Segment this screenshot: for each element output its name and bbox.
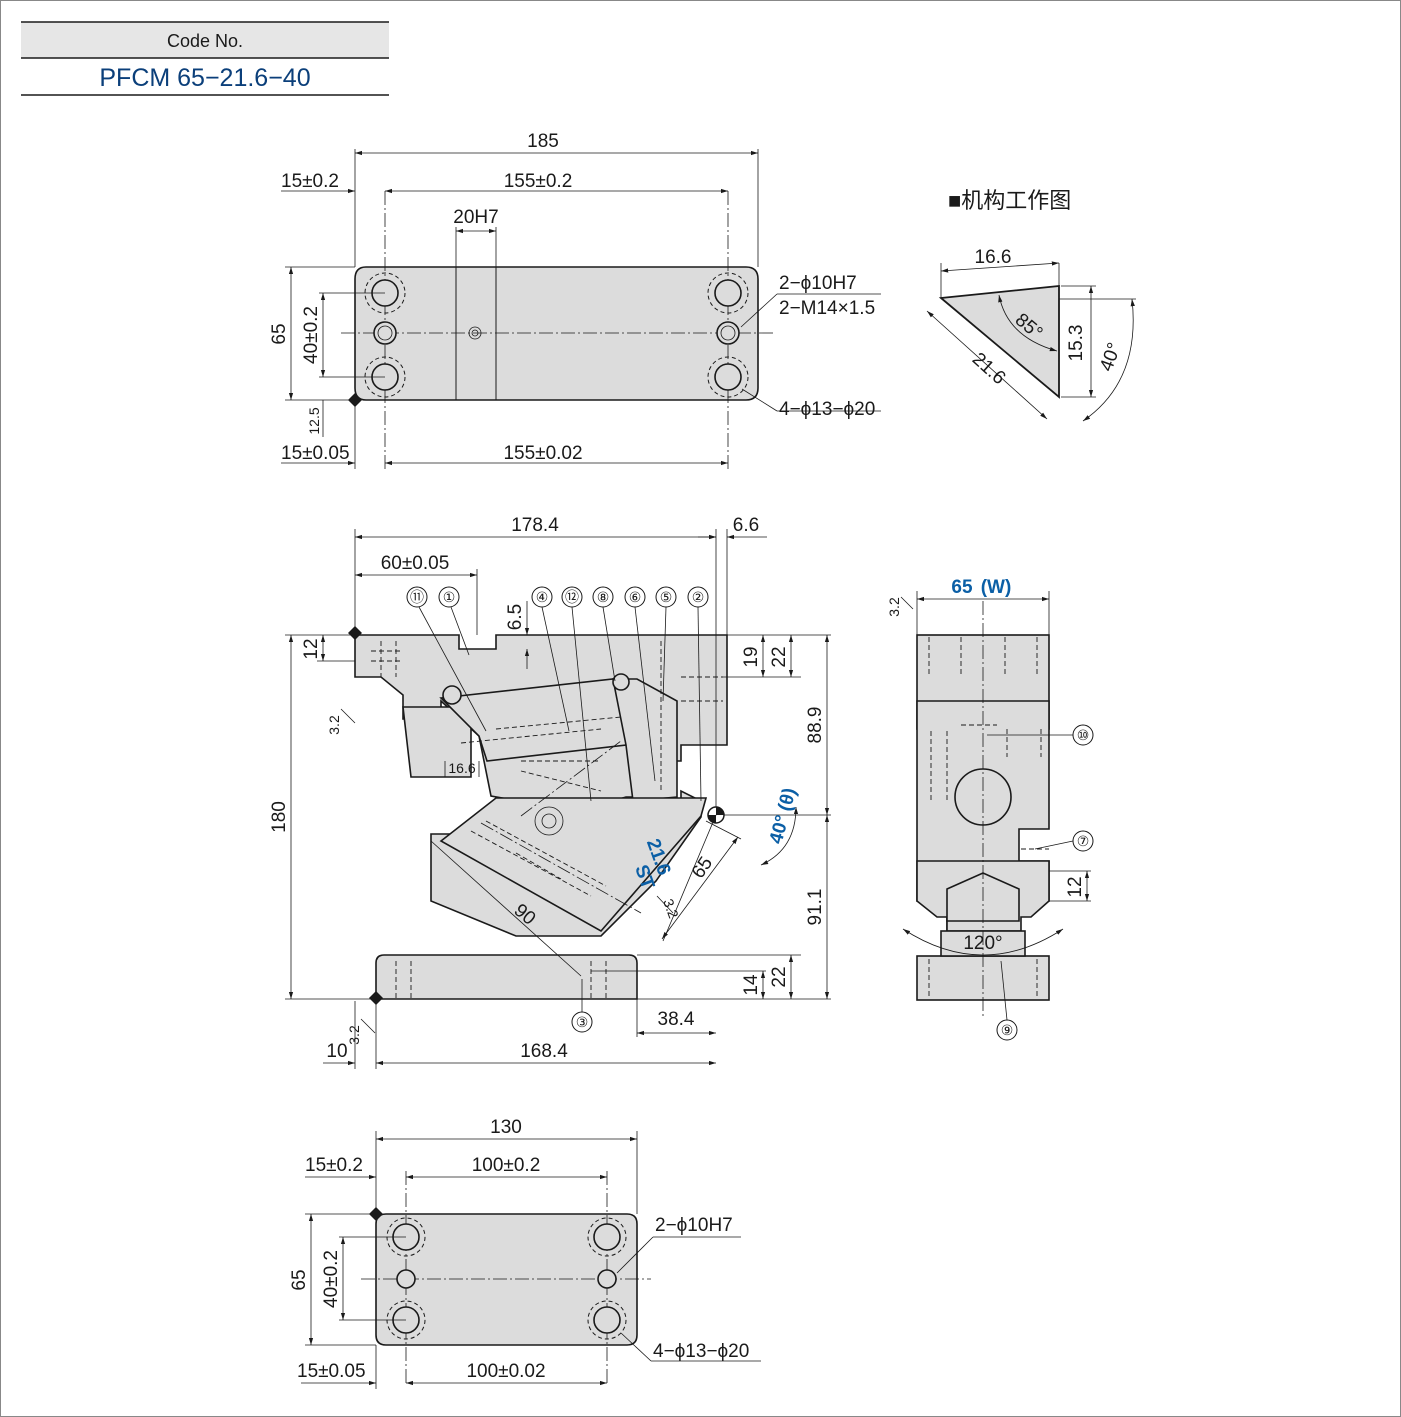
dim-22-bot: 22 — [769, 966, 790, 987]
svg-text:⑫: ⑫ — [565, 589, 579, 605]
dim-91-1: 91.1 — [805, 889, 826, 926]
callout-6: ⑥ — [624, 586, 656, 782]
bot-dim-100-top: 100±0.2 — [472, 1155, 541, 1176]
svg-text:⑨: ⑨ — [1001, 1022, 1014, 1038]
svg-text:⑪: ⑪ — [410, 589, 424, 605]
note-thread: 2−M14×1.5 — [779, 298, 875, 319]
note-counterbore: 4−ϕ13−ϕ20 — [779, 399, 875, 420]
dim-40-top: 40±0.2 — [301, 306, 322, 364]
code-label: Code No. — [167, 31, 243, 51]
svg-text:②: ② — [692, 589, 705, 605]
dim-angle-40: 40° — [766, 813, 794, 846]
mech-dim-21-6: 21.6 — [968, 349, 1010, 389]
callout-8: ⑧ — [592, 586, 616, 682]
dim-185: 185 — [527, 131, 559, 152]
svg-text:⑤: ⑤ — [660, 589, 673, 605]
dim-14: 14 — [741, 974, 762, 996]
svg-text:⑥: ⑥ — [629, 589, 642, 605]
roughness-st: 3.2 — [660, 897, 682, 921]
top-view: 185 15±0.2 155±0.2 20H7 65 40±0.2 12.5 1… — [269, 131, 881, 469]
side-width-65: 65 — [951, 577, 973, 598]
dim-16-6: 16.6 — [448, 760, 475, 776]
svg-text:⑦: ⑦ — [1077, 833, 1090, 849]
mechanism-title: ■机构工作图 — [948, 188, 1071, 213]
dim-6-5: 6.5 — [505, 604, 526, 630]
dim-15-bot: 15±0.05 — [281, 443, 350, 464]
dim-12-front: 12 — [301, 638, 322, 659]
dim-65-front: 65 — [688, 853, 717, 882]
callout-1: ① — [438, 586, 470, 656]
dim-155-top: 155±0.2 — [504, 171, 573, 192]
callout-2: ② — [687, 586, 709, 802]
callout-4: ④ — [531, 586, 570, 732]
mech-dim-16-6: 16.6 — [975, 247, 1012, 268]
callout-3: ③ — [571, 979, 593, 1033]
dim-19: 19 — [741, 646, 762, 667]
dim-178-4: 178.4 — [511, 515, 559, 536]
bot-dim-15-top: 15±0.2 — [305, 1155, 363, 1176]
bot-note-cbore: 4−ϕ13−ϕ20 — [653, 1341, 749, 1362]
dim-65-top: 65 — [269, 323, 290, 344]
dim-12-5: 12.5 — [306, 407, 322, 434]
callout-11: ⑪ — [406, 586, 487, 732]
svg-text:①: ① — [443, 589, 456, 605]
dim-theta: (θ) — [775, 786, 801, 814]
svg-text:⑧: ⑧ — [597, 589, 610, 605]
bot-note-pin: 2−ϕ10H7 — [655, 1215, 733, 1236]
dim-60: 60±0.05 — [381, 553, 450, 574]
mech-dim-15-3: 15.3 — [1066, 325, 1087, 362]
side-angle-120: 120° — [963, 933, 1002, 954]
svg-text:⑩: ⑩ — [1077, 727, 1090, 743]
mech-angle-40: 40° — [1096, 340, 1126, 374]
svg-text:③: ③ — [576, 1014, 589, 1030]
callout-5: ⑤ — [655, 586, 677, 702]
roughness-bottom: 3.2 — [346, 1025, 362, 1045]
side-dim-12: 12 — [1065, 876, 1086, 897]
bot-dim-65: 65 — [289, 1269, 310, 1290]
side-view: 120° 65 (W) 3.2 12 ⑩ ⑦ ⑨ — [886, 577, 1094, 1041]
svg-text:④: ④ — [536, 589, 549, 605]
callout-7: ⑦ — [1034, 830, 1094, 852]
note-pin-holes: 2−ϕ10H7 — [779, 273, 857, 294]
dim-6-6: 6.6 — [733, 515, 759, 536]
bot-dim-130: 130 — [490, 1117, 522, 1138]
bottom-view: 130 15±0.2 100±0.2 65 40±0.2 15±0.05 100… — [289, 1117, 761, 1389]
dim-15-top: 15±0.2 — [281, 171, 339, 192]
front-view: 178.4 6.6 60±0.05 6.5 12 180 3.2 19 22 8… — [269, 515, 831, 1069]
mechanism-diagram: ■机构工作图 16.6 21.6 15.3 85° 40° — [926, 188, 1136, 422]
callout-9: ⑨ — [996, 960, 1018, 1041]
callout-12: ⑫ — [561, 586, 592, 802]
bot-dim-40: 40±0.2 — [321, 1250, 342, 1308]
bot-dim-15-bot: 15±0.05 — [297, 1361, 366, 1382]
code-value: PFCM 65−­21.6−40 — [99, 64, 310, 92]
dim-180: 180 — [269, 801, 290, 833]
dim-22-top: 22 — [769, 646, 790, 667]
callout-10: ⑩ — [987, 724, 1094, 746]
dim-10: 10 — [326, 1041, 347, 1062]
dim-168-4: 168.4 — [520, 1041, 568, 1062]
side-width-tag: (W) — [981, 577, 1012, 598]
dim-20h7: 20H7 — [453, 207, 498, 228]
bot-dim-100-bot: 100±0.02 — [466, 1361, 545, 1382]
dim-155-bot: 155±0.02 — [503, 443, 582, 464]
roughness-left: 3.2 — [326, 715, 342, 735]
side-roughness: 3.2 — [886, 597, 902, 617]
dim-88-9: 88.9 — [805, 707, 826, 744]
code-header: Code No. PFCM 65−­21.6−40 — [21, 21, 389, 96]
dim-38-4: 38.4 — [658, 1009, 695, 1030]
